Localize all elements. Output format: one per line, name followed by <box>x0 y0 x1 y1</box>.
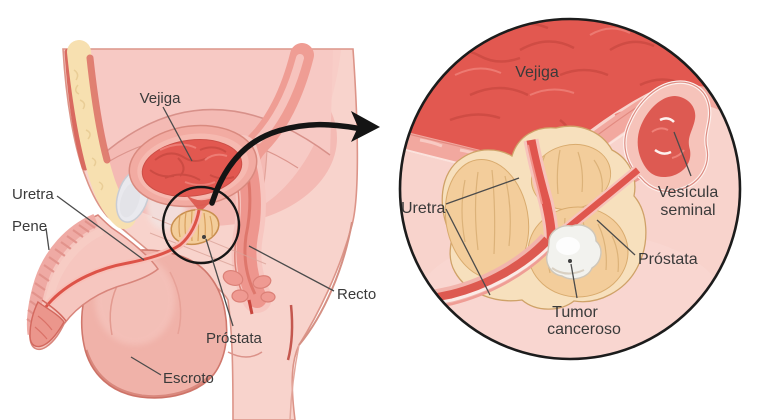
left-panel-sagittal-view: Vejiga Uretra Pene Recto Próstata Escrot… <box>12 40 380 420</box>
uretra-right-leader-bottom <box>445 208 491 296</box>
anal-canal <box>247 299 254 315</box>
magnifier-target-circle <box>398 17 742 361</box>
fat-texture <box>73 69 104 191</box>
vesicula-leader <box>673 131 692 177</box>
prostata-right-leader <box>596 219 636 256</box>
prostata-leader <box>205 238 234 327</box>
tumor-leader <box>570 263 578 299</box>
glans <box>29 299 67 348</box>
pene-leader <box>45 227 50 251</box>
escroto-leader <box>130 356 162 376</box>
bladder-left-highlights <box>159 143 228 186</box>
tumor-leader-dot <box>568 259 572 263</box>
magnifier-source-circle <box>161 185 241 265</box>
right-panel-magnified-view: Vejiga Uretra Vesícula seminal Próstata … <box>398 17 742 361</box>
label-vejiga-right: Vejiga <box>515 64 559 81</box>
label-prostata-right: Próstata <box>638 251 698 268</box>
abdominal-fat <box>67 40 136 229</box>
perineum-line <box>227 351 263 358</box>
left-leader-lines <box>45 106 335 376</box>
label-tumor-line2: canceroso <box>547 321 621 338</box>
uretra-right-leader-top <box>445 177 520 205</box>
cancer-tumor <box>546 224 602 280</box>
dome-arc-outer <box>87 108 331 169</box>
prostata-leader-dot <box>202 235 206 239</box>
rectus-muscle-inner <box>86 54 111 164</box>
pelvic-floor-lines <box>149 216 267 267</box>
label-uretra-right: Uretra <box>401 200 446 217</box>
seminal-vesicle <box>623 80 712 194</box>
label-tumor-line1: Tumor <box>552 304 598 321</box>
label-escroto: Escroto <box>163 370 214 387</box>
magnifier-arrow <box>209 111 380 206</box>
pubic-bone-shade <box>119 182 141 218</box>
thigh-line <box>289 344 300 420</box>
recto-leader <box>248 245 335 292</box>
anal-sphincter <box>222 269 276 303</box>
seminal-vesicle-interior <box>637 96 696 178</box>
gluteal-crease <box>286 304 294 361</box>
vejiga-leader <box>162 106 193 162</box>
uretra-leader <box>56 195 145 261</box>
label-vesicula-line1: Vesícula <box>658 184 719 201</box>
label-uretra-left: Uretra <box>12 186 54 203</box>
label-vesicula-line2: seminal <box>660 202 715 219</box>
label-vejiga-left: Vejiga <box>140 90 182 107</box>
abdominal-dome <box>64 50 333 168</box>
bladder-neck <box>185 194 218 212</box>
label-recto: Recto <box>337 286 376 303</box>
label-pene: Pene <box>12 218 47 235</box>
label-prostata-left: Próstata <box>206 330 263 347</box>
right-leader-lines <box>445 131 692 299</box>
